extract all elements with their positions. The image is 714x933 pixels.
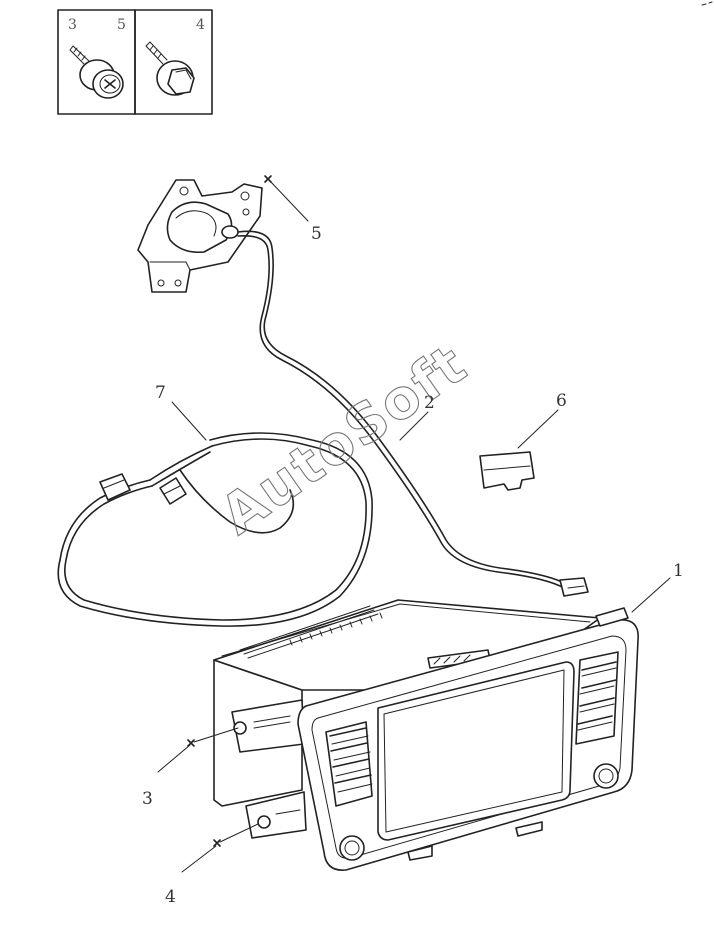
callout-3: 3 [142, 789, 153, 809]
callout-7: 7 [155, 383, 166, 403]
flange-bolt-icon [145, 41, 195, 96]
leader-line-2 [399, 411, 429, 441]
fastener-legend: 3 5 4 [57, 9, 213, 115]
corner-mark [701, 1, 713, 6]
mounting-bolt [213, 839, 221, 847]
leader-line-7 [171, 401, 207, 441]
callout-1: 1 [673, 561, 684, 581]
wiring-harness [57, 432, 373, 627]
legend-number-5: 5 [117, 17, 126, 33]
legend-number-3: 3 [68, 17, 77, 33]
antenna-cable [237, 230, 589, 597]
legend-number-4: 4 [196, 17, 205, 33]
callout-5: 5 [311, 224, 322, 244]
tapping-screw-icon [69, 45, 124, 99]
sd-card [479, 451, 535, 491]
leader-line-1 [631, 577, 671, 613]
callout-4: 4 [165, 887, 176, 907]
callout-6: 6 [556, 391, 567, 411]
mounting-screw [187, 739, 195, 747]
camera-bracket [137, 179, 263, 293]
leader-line-6 [517, 409, 559, 449]
head-unit-display [213, 599, 639, 871]
callout-2: 2 [424, 393, 435, 413]
